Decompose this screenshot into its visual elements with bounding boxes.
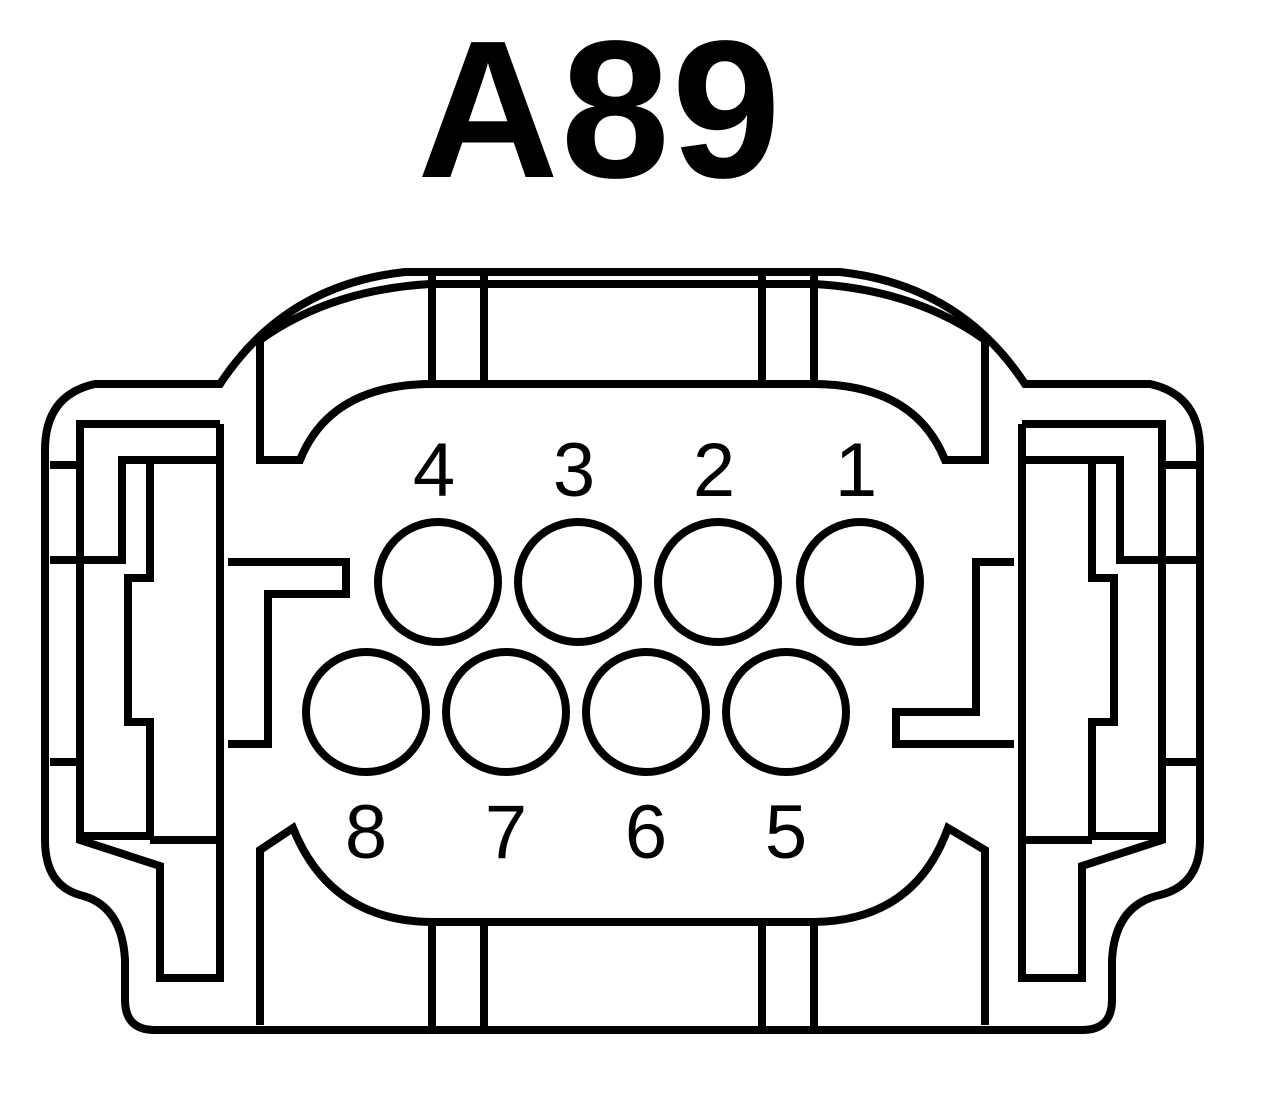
inner-cavity-lower [256,821,989,1025]
pin-cavity-2 [654,518,782,646]
pin-cavity-5 [722,648,850,776]
connector-title: A89 [417,0,783,219]
pin-label-8: 8 [345,790,387,875]
right-latch-outer [1018,420,1196,982]
right-key [892,558,1014,748]
left-latch-inner [80,456,220,844]
pin-label-1: 1 [835,428,877,513]
pin-cavity-8 [302,648,430,776]
pin-label-4: 4 [413,428,455,513]
pin-label-3: 3 [553,428,595,513]
pin-cavity-6 [582,648,710,776]
pin-label-5: 5 [765,790,807,875]
left-key [228,558,350,748]
pin-label-2: 2 [693,428,735,513]
pin-cavity-4 [374,518,502,646]
pin-cavity-7 [442,648,570,776]
pin-label-6: 6 [625,790,667,875]
housing-outline [41,268,1204,1034]
pin-label-7: 7 [485,790,527,875]
right-latch-inner [1022,456,1162,844]
left-latch-outer [50,420,224,982]
inner-cavity [256,280,989,464]
pin-cavity-1 [796,518,924,646]
pin-cavity-3 [514,518,642,646]
